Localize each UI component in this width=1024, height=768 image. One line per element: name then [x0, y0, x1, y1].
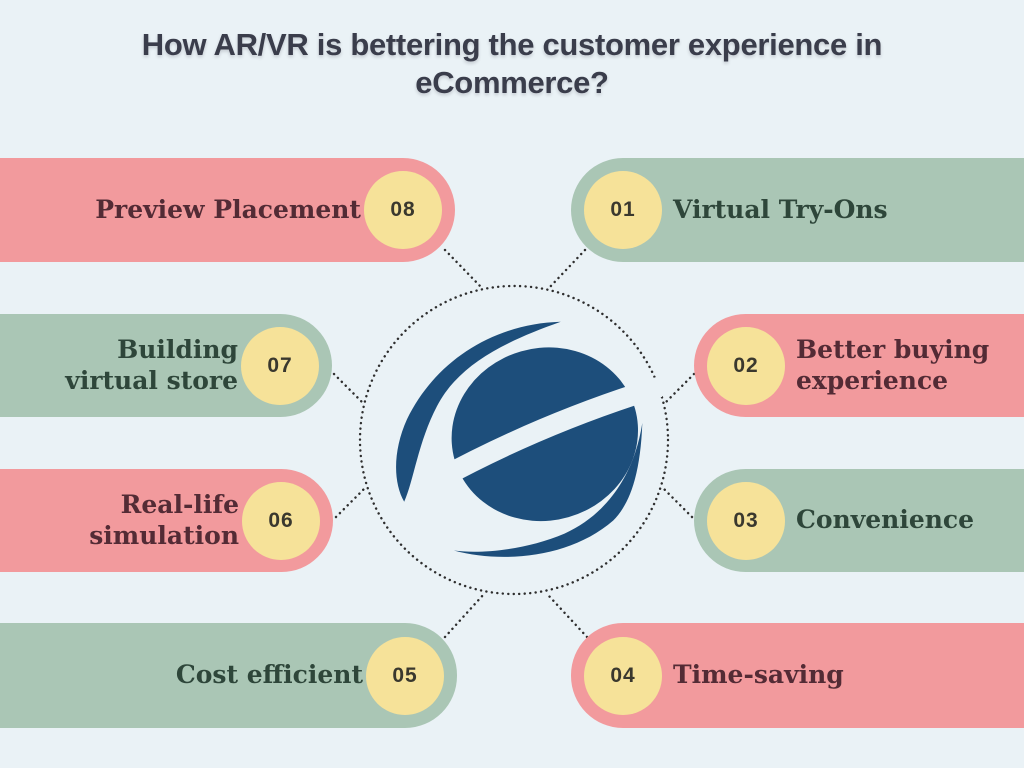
connector-line-02 — [662, 372, 696, 406]
number-badge: 03 — [707, 481, 785, 560]
number-badge: 06 — [242, 481, 320, 560]
number-badge: 02 — [707, 326, 785, 405]
item-bar-preview-placement: Preview Placement 08 — [0, 158, 455, 262]
item-bar-cost-efficient: Cost efficient 05 — [0, 623, 457, 728]
number-badge: 07 — [241, 326, 319, 405]
item-bar-virtual-try-ons: 01 Virtual Try-Ons — [571, 158, 1024, 262]
number-badge: 08 — [364, 171, 442, 249]
connector-line-01 — [547, 248, 587, 290]
connector-line-04 — [547, 594, 589, 639]
item-bar-time-saving: 04 Time-saving — [571, 623, 1024, 728]
item-label: Virtual Try-Ons — [673, 194, 888, 224]
item-label: Better buying experience — [796, 335, 990, 395]
item-bar-building-virtual-store: Building virtual store 07 — [0, 314, 332, 417]
item-label: Cost efficient — [175, 660, 363, 690]
connector-line-07 — [332, 372, 366, 406]
item-label: Building virtual store — [65, 335, 238, 395]
item-bar-real-life-simulation: Real-life simulation 06 — [0, 469, 333, 572]
number-badge: 01 — [584, 171, 662, 249]
item-label: Convenience — [796, 505, 975, 535]
number-badge: 04 — [584, 636, 662, 715]
item-bar-convenience: 03 Convenience — [694, 469, 1024, 572]
page-title: How AR/VR is bettering the customer expe… — [141, 27, 883, 100]
connector-line-08 — [443, 248, 483, 289]
connector-line-05 — [443, 592, 486, 639]
item-label: Preview Placement — [95, 194, 361, 224]
item-label: Real-life simulation — [89, 490, 239, 550]
number-badge: 05 — [366, 636, 444, 715]
item-bar-better-buying-experience: 02 Better buying experience — [694, 314, 1024, 417]
connector-line-03 — [659, 484, 694, 519]
item-label: Time-saving — [673, 660, 844, 690]
ecommerce-e-globe-logo-icon — [396, 321, 662, 557]
